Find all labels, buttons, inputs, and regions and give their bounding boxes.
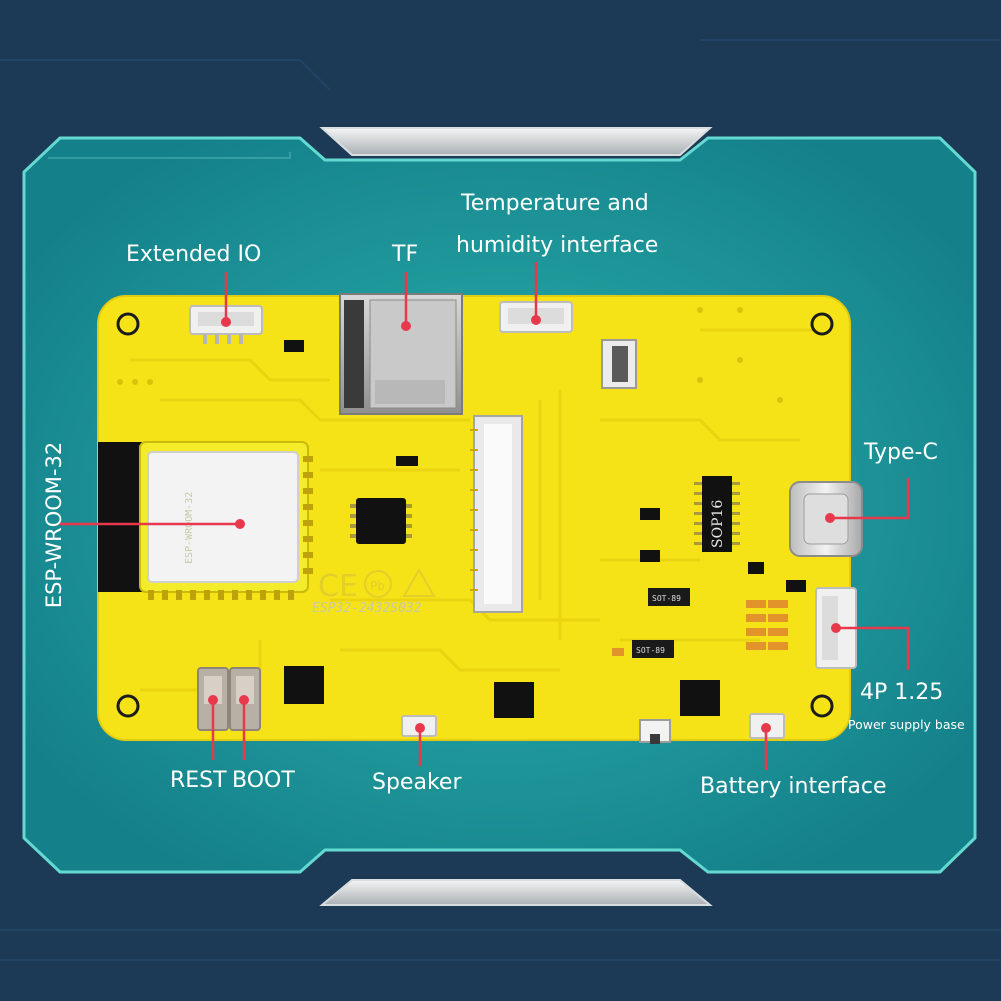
- label-rest: REST: [170, 768, 227, 793]
- lcd-fpc-connector: [470, 415, 523, 613]
- resistor-pads: [612, 600, 788, 656]
- board-model-text: ESP32-2432S032: [312, 601, 422, 616]
- sop16-chip: SOP16: [694, 476, 740, 552]
- pointer-dots: [208, 315, 841, 733]
- label-esp-wroom-32: ESP-WROOM-32: [42, 441, 66, 609]
- label-tf: TF: [392, 242, 419, 267]
- label-temperature-line2: humidity interface: [456, 233, 659, 258]
- pointer-lines: [60, 262, 910, 770]
- mount-hole-bottom-left: [116, 694, 140, 718]
- label-temperature-line1: Temperature and: [461, 191, 649, 216]
- power-switch: [639, 719, 671, 744]
- mount-hole-top-right: [810, 312, 834, 336]
- pointer-4p: [836, 626, 910, 670]
- label-battery-interface: Battery interface: [700, 774, 887, 799]
- sot89-regulator-2: SOT-89: [632, 640, 674, 658]
- side-fpc-connector: [601, 339, 637, 389]
- label-4p-1-25: 4P 1.25: [860, 680, 944, 705]
- certification-marks: CE Pb: [318, 567, 436, 604]
- top-bar: [319, 127, 713, 156]
- pb-free-mark: Pb: [370, 579, 385, 593]
- central-chip: [350, 498, 412, 544]
- sot89-regulator-1: SOT-89: [648, 588, 690, 606]
- panel-inner-line: [48, 152, 291, 159]
- esp-wroom-32-module: ESP-WROOM-32: [98, 441, 313, 600]
- mount-hole-top-left: [116, 312, 140, 336]
- sot89-label-1: SOT-89: [652, 594, 681, 603]
- label-speaker: Speaker: [372, 770, 462, 795]
- module-shield-text: ESP-WROOM-32: [184, 492, 195, 564]
- pointer-type-c: [830, 478, 910, 520]
- sot89-label-2: SOT-89: [636, 646, 665, 655]
- ce-mark: CE: [318, 569, 358, 604]
- label-extended-io: Extended IO: [126, 242, 262, 267]
- label-boot: BOOT: [232, 768, 295, 793]
- label-power-supply-base: Power supply base: [848, 717, 965, 732]
- background-circuit-lines: [0, 39, 1001, 961]
- bottom-bar: [319, 879, 713, 906]
- tf-card-slot: [339, 293, 463, 415]
- sop16-label: SOP16: [710, 500, 726, 548]
- small-components: [284, 340, 806, 718]
- mount-hole-bottom-right: [810, 694, 834, 718]
- label-type-c: Type-C: [864, 440, 938, 465]
- module-shield: [147, 451, 299, 583]
